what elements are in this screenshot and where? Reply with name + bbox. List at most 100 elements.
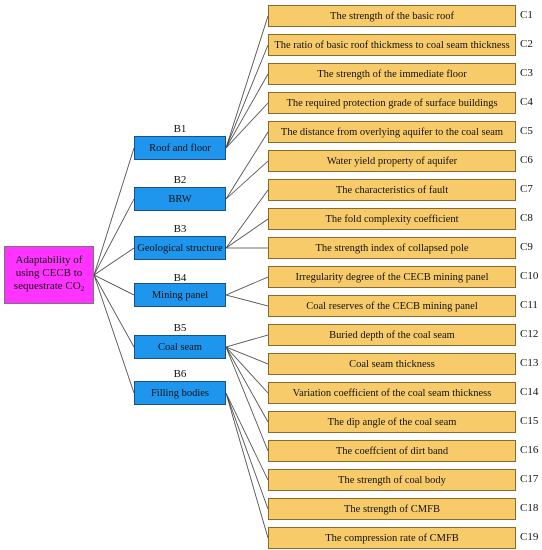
indicator-box-5: The distance from overlying aquifer to t…: [268, 121, 516, 143]
indicator-box-9: The strength index of collapsed pole: [268, 237, 516, 259]
indicator-box-7: The characteristics of fault: [268, 179, 516, 201]
indicator-code-10: C10: [520, 270, 539, 282]
connector-b5-c13: [225, 346, 269, 365]
indicator-label-1: The strength of the basic roof: [330, 10, 454, 22]
indicator-label-19: The compression rate of CMFB: [325, 532, 459, 544]
indicator-code-12: C12: [520, 328, 539, 340]
connector-b3-c7: [225, 189, 269, 249]
indicator-code-5: C5: [520, 125, 533, 137]
indicator-box-15: The dip angle of the coal seam: [268, 411, 516, 433]
criterion-code-2: B2: [173, 174, 187, 186]
indicator-box-19: The compression rate of CMFB: [268, 527, 516, 549]
connector-b5-c15: [225, 346, 269, 423]
criterion-box-3: Geological structure: [134, 236, 226, 260]
connector-b1-c2: [225, 44, 269, 149]
criterion-box-1: Roof and floor: [134, 136, 226, 160]
indicator-box-10: Irregularity degree of the CECB mining p…: [268, 266, 516, 288]
criterion-box-6: Filling bodies: [134, 381, 226, 405]
goal-line-3: sequestrate CO: [13, 280, 81, 292]
criterion-label-3: Geological structure: [137, 242, 223, 254]
connector-goal-b5: [93, 274, 135, 348]
indicator-label-11: Coal reserves of the CECB mining panel: [306, 300, 478, 312]
indicator-code-1: C1: [520, 9, 533, 21]
indicator-label-8: The fold complexity coefficient: [325, 213, 459, 225]
connector-goal-b3: [93, 247, 135, 276]
connector-goal-b2: [93, 198, 135, 276]
criterion-code-3: B3: [173, 223, 187, 235]
connector-b5-c14: [225, 346, 269, 394]
indicator-label-17: The strength of coal body: [338, 474, 446, 486]
criterion-label-4: Mining panel: [151, 289, 209, 301]
indicator-box-2: The ratio of basic roof thickmess to coa…: [268, 34, 516, 56]
goal-line-1: Adaptability of: [15, 254, 83, 266]
criterion-code-5: B5: [173, 322, 187, 334]
indicator-code-19: C19: [520, 531, 539, 543]
goal-subscript: 2: [80, 285, 85, 293]
criterion-code-4: B4: [173, 272, 187, 284]
connector-b1-c3: [225, 73, 269, 149]
goal-line-2: using CECB to: [15, 267, 83, 279]
indicator-code-7: C7: [520, 183, 533, 195]
goal-box: Adaptability of using CECB to sequestrat…: [4, 246, 94, 304]
connector-b1-c4: [225, 102, 269, 149]
connector-b4-c11: [225, 294, 269, 307]
connector-b6-c18: [225, 392, 269, 510]
indicator-box-17: The strength of coal body: [268, 469, 516, 491]
indicator-label-5: The distance from overlying aquifer to t…: [280, 126, 504, 138]
indicator-code-4: C4: [520, 96, 533, 108]
indicator-code-17: C17: [520, 473, 539, 485]
indicator-label-15: The dip angle of the coal seam: [327, 416, 457, 428]
indicator-code-13: C13: [520, 357, 539, 369]
indicator-label-18: The strength of CMFB: [344, 503, 440, 515]
indicator-box-1: The strength of the basic roof: [268, 5, 516, 27]
indicator-code-15: C15: [520, 415, 539, 427]
criterion-code-6: B6: [173, 368, 187, 380]
indicator-label-16: The coeffcient of dirt band: [335, 445, 449, 457]
indicator-box-6: Water yield property of aquifer: [268, 150, 516, 172]
indicator-label-14: Variation coefficient of the coal seam t…: [292, 387, 492, 399]
indicator-code-9: C9: [520, 241, 533, 253]
indicator-box-3: The strength of the immediate floor: [268, 63, 516, 85]
indicator-label-2: The ratio of basic roof thickmess to coa…: [274, 39, 510, 51]
criterion-box-5: Coal seam: [134, 335, 226, 359]
indicator-code-11: C11: [520, 299, 538, 311]
connector-goal-b6: [93, 274, 135, 394]
criterion-label-6: Filling bodies: [150, 387, 210, 399]
criterion-box-4: Mining panel: [134, 283, 226, 307]
connector-goal-b4: [93, 274, 135, 296]
connector-b4-c10: [225, 276, 269, 296]
indicator-label-3: The strength of the immediate floor: [317, 68, 467, 80]
indicator-code-3: C3: [520, 67, 533, 79]
connector-b5-c16: [225, 346, 269, 452]
connector-b1-c1: [225, 15, 269, 149]
indicator-box-12: Buried depth of the coal seam: [268, 324, 516, 346]
indicator-label-9: The strength index of collapsed pole: [315, 242, 469, 254]
connector-b2-c5: [225, 131, 269, 200]
indicator-code-8: C8: [520, 212, 533, 224]
indicator-label-13: Coal seam thickness: [349, 358, 435, 370]
connector-goal-b1: [93, 147, 135, 276]
indicator-label-10: Irregularity degree of the CECB mining p…: [295, 271, 489, 283]
criterion-label-1: Roof and floor: [149, 142, 211, 154]
connector-b5-c12: [225, 334, 269, 348]
indicator-box-13: Coal seam thickness: [268, 353, 516, 375]
connector-b2-c6: [225, 160, 269, 200]
indicator-label-4: The required protection grade of surface…: [286, 97, 498, 109]
indicator-box-14: Variation coefficient of the coal seam t…: [268, 382, 516, 404]
connector-b6-c19: [225, 392, 269, 539]
indicator-label-6: Water yield property of aquifer: [326, 155, 458, 167]
indicator-code-6: C6: [520, 154, 533, 166]
indicator-box-11: Coal reserves of the CECB mining panel: [268, 295, 516, 317]
indicator-code-14: C14: [520, 386, 539, 398]
indicator-box-4: The required protection grade of surface…: [268, 92, 516, 114]
indicator-label-7: The characteristics of fault: [335, 184, 449, 196]
criterion-code-1: B1: [173, 123, 187, 135]
indicator-code-16: C16: [520, 444, 539, 456]
indicator-box-8: The fold complexity coefficient: [268, 208, 516, 230]
indicator-box-18: The strength of CMFB: [268, 498, 516, 520]
criterion-label-2: BRW: [168, 193, 192, 205]
indicator-label-12: Buried depth of the coal seam: [329, 329, 455, 341]
connector-b3-c8: [225, 218, 269, 249]
